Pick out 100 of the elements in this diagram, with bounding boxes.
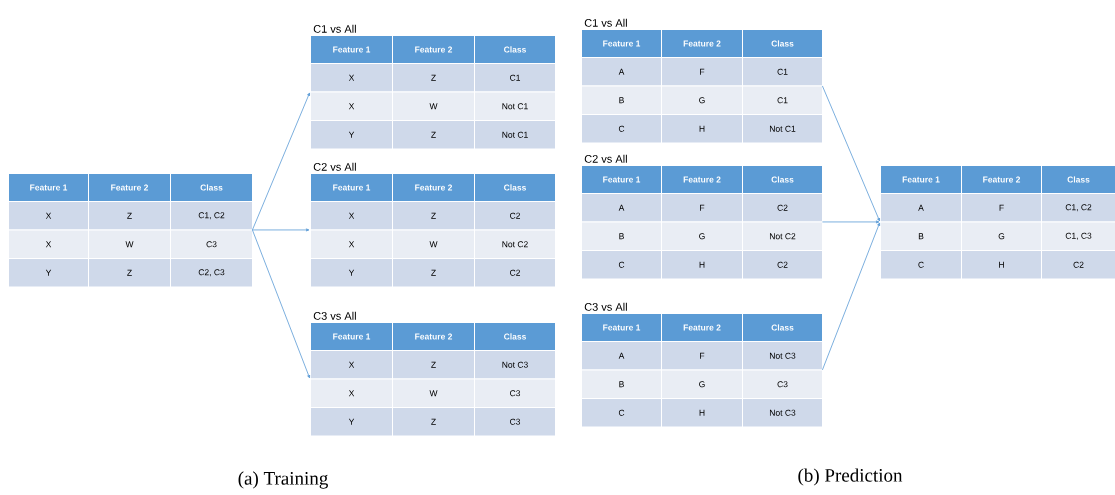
table-title: C3 vs All [584,302,627,311]
table-header-cell: Class [742,29,823,58]
table-header-cell: Feature 2 [661,165,743,194]
table-cell: H [961,250,1042,280]
table-cell: B [880,221,962,251]
table-cell: Z [392,120,475,150]
table-header-cell: Feature 1 [310,322,393,351]
table-header-cell: Feature 1 [581,313,662,342]
table-header-cell: Feature 2 [392,173,475,202]
table-cell: Not C1 [742,114,823,144]
table-cell: C2 [474,258,556,288]
table-cell: Not C3 [742,341,823,371]
table-cell: B [581,221,662,251]
table-cell: C [880,250,962,280]
table-cell: Not C1 [474,91,556,121]
table-cell: B [581,369,662,399]
table-cell: Z [392,258,475,288]
arrow [822,85,880,222]
table-cell: Y [310,120,393,150]
table-header-cell: Feature 1 [880,165,962,194]
table-cell: Z [88,258,171,288]
table-cell: A [581,341,662,371]
table-header-cell: Feature 2 [88,173,171,202]
table-cell: A [880,193,962,223]
table-cell: A [581,57,662,87]
table-cell: C2 [474,201,556,231]
table-cell: W [392,378,475,408]
table-cell: W [392,91,475,121]
table-cell: X [310,350,393,380]
table-title: C1 vs All [584,18,627,27]
table-cell: Z [392,407,475,437]
table-header-cell: Feature 1 [8,173,89,202]
table-cell: F [661,193,743,223]
table-cell: C1, C2 [1041,193,1115,223]
table-cell: W [88,229,171,259]
table-header-cell: Feature 2 [661,313,743,342]
table-title: C3 vs All [313,311,356,320]
table-cell: Y [310,407,393,437]
arrow [252,92,310,231]
table-header-cell: Class [742,165,823,194]
arrow [252,228,310,232]
table-header-cell: Feature 2 [392,35,475,64]
table-cell: G [661,85,743,115]
table-cell: A [581,193,662,223]
table-cell: C1 [474,63,556,93]
table-cell: C [581,250,662,280]
table-cell: C2 [742,193,823,223]
table-header-cell: Class [1041,165,1115,194]
table-cell: H [661,114,743,144]
table-header-cell: Class [170,173,253,202]
table-header-cell: Class [474,35,556,64]
table-cell: Y [8,258,89,288]
arrow [822,220,880,224]
table-cell: Not C2 [474,229,556,259]
table-header-cell: Feature 2 [961,165,1042,194]
table-cell: H [661,398,743,428]
table-cell: Y [310,258,393,288]
table-cell: C3 [170,229,253,259]
table-cell: H [661,250,743,280]
table-header-cell: Feature 1 [581,165,662,194]
table-cell: Z [392,63,475,93]
table-header-cell: Feature 1 [310,173,393,202]
table-cell: C1, C2 [170,201,253,231]
table-header-cell: Feature 1 [581,29,662,58]
table-cell: C2 [1041,250,1115,280]
table-cell: C2 [742,250,823,280]
table-cell: Not C2 [742,221,823,251]
table-cell: C3 [742,369,823,399]
table-cell: W [392,229,475,259]
arrow [252,229,311,379]
table-cell: B [581,85,662,115]
table-cell: C1 [742,85,823,115]
table-cell: G [661,221,743,251]
table-header-cell: Feature 2 [661,29,743,58]
table-cell: Not C3 [742,398,823,428]
table-cell: C1 [742,57,823,87]
table-cell: Not C1 [474,120,556,150]
table-cell: X [8,229,89,259]
caption: (b) Prediction [798,468,903,486]
table-cell: X [310,229,393,259]
table-cell: C [581,114,662,144]
table-cell: Z [88,201,171,231]
table-cell: Z [392,350,475,380]
table-cell: Z [392,201,475,231]
table-cell: X [310,63,393,93]
table-cell: F [961,193,1042,223]
table-cell: G [961,221,1042,251]
table-cell: F [661,57,743,87]
table-header-cell: Class [742,313,823,342]
table-header-cell: Class [474,173,556,202]
arrow [822,222,881,371]
table-cell: C1, C3 [1041,221,1115,251]
table-cell: X [310,91,393,121]
table-title: C2 vs All [313,162,356,171]
table-cell: X [310,378,393,408]
table-cell: C2, C3 [170,258,253,288]
table-title: C1 vs All [313,24,356,33]
table-cell: X [8,201,89,231]
table-cell: C3 [474,378,556,408]
table-header-cell: Feature 2 [392,322,475,351]
